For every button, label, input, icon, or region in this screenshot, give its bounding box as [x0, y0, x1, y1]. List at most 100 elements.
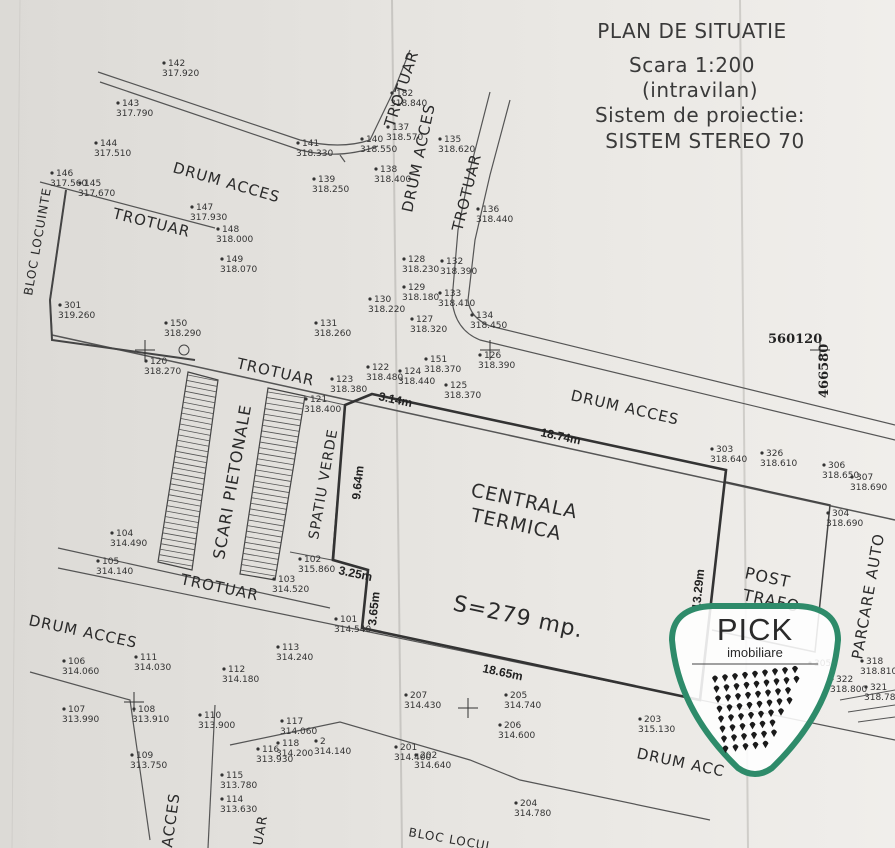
survey-point-id: 306: [828, 461, 845, 471]
stair-step: [187, 380, 218, 387]
survey-point-id: 120: [150, 357, 167, 367]
building-window: [766, 699, 773, 707]
survey-point-elevation: 314.060: [62, 667, 99, 677]
survey-point-dot: [710, 447, 714, 451]
survey-point-dot: [62, 659, 66, 663]
survey-point-elevation: 314.520: [272, 585, 309, 595]
stair-step: [263, 419, 301, 427]
label-drum-acces-mid: DRUM ACCES: [569, 386, 681, 428]
building-window: [738, 713, 744, 721]
survey-point-dot: [58, 303, 62, 307]
building-window: [729, 724, 736, 732]
survey-point-dot: [864, 685, 868, 689]
survey-point-dot: [438, 291, 442, 295]
stair-step: [243, 547, 279, 555]
building-window: [713, 685, 720, 693]
logo-shield: [668, 603, 842, 777]
stair-step: [244, 541, 280, 549]
survey-point-dot: [470, 313, 474, 317]
survey-point-id: 126: [484, 351, 501, 361]
survey-point-elevation: 317.920: [162, 69, 199, 79]
survey-point-id: 148: [222, 225, 239, 235]
stair-step: [254, 475, 292, 482]
survey-point-id: 206: [504, 721, 521, 731]
survey-point-dot: [402, 257, 406, 261]
stair-step: [176, 445, 209, 453]
survey-point-dot: [638, 717, 642, 721]
label-trotuar-1: TROTUAR: [110, 204, 192, 241]
survey-point-id: 322: [836, 675, 853, 685]
stair-step: [266, 402, 304, 410]
survey-point-elevation: 315.130: [638, 725, 675, 735]
survey-point-id: 115: [226, 771, 243, 781]
survey-point-dot: [116, 101, 120, 105]
survey-point-dot: [314, 321, 318, 325]
survey-point-id: 128: [408, 255, 425, 265]
building-window: [773, 678, 780, 686]
survey-point-elevation: 318.000: [216, 235, 253, 245]
survey-point-elevation: 313.910: [132, 715, 169, 725]
survey-point-dot: [398, 369, 402, 373]
survey-point-dot: [94, 141, 98, 145]
survey-point-id: 142: [168, 59, 185, 69]
survey-point-elevation: 313.990: [62, 715, 99, 725]
survey-point-dot: [476, 207, 480, 211]
survey-point-elevation: 318.320: [410, 325, 447, 335]
survey-point-dot: [164, 321, 168, 325]
survey-point-id: 321: [870, 683, 887, 693]
building-window: [758, 710, 764, 719]
stair-step: [179, 423, 212, 431]
building-window: [746, 701, 753, 710]
stair-step: [160, 543, 195, 551]
survey-point-dot: [860, 659, 864, 663]
stair-step: [258, 452, 295, 460]
survey-point-id: 129: [408, 283, 425, 293]
survey-point-elevation: 318.370: [444, 391, 481, 401]
building-window: [756, 700, 763, 709]
survey-point-id: 116: [262, 745, 279, 755]
survey-point-dot: [394, 745, 398, 749]
building-window: [736, 703, 743, 711]
survey-point-elevation: 314.140: [96, 567, 133, 577]
survey-point-id: 106: [68, 657, 85, 667]
survey-point-id: 303: [716, 445, 733, 455]
survey-point-id: 130: [374, 295, 391, 305]
pick-imobiliare-logo: PICK imobiliare: [668, 603, 842, 777]
survey-point-elevation: 318.650: [822, 471, 859, 481]
survey-point-id: 139: [318, 175, 335, 185]
building-window: [762, 740, 769, 749]
survey-crosses: [124, 340, 830, 718]
survey-point-elevation: 314.060: [280, 727, 317, 737]
survey-point-elevation: 318.640: [710, 455, 747, 465]
survey-point-id: 134: [476, 311, 493, 321]
building-window: [726, 704, 733, 712]
building-window: [751, 731, 757, 740]
survey-point-elevation: 318.370: [424, 365, 461, 375]
survey-point-elevation: 318.480: [366, 373, 403, 383]
survey-point-id: 114: [226, 795, 243, 805]
survey-point-elevation: 314.140: [314, 747, 351, 757]
building-window: [719, 725, 726, 733]
building-window: [778, 708, 784, 716]
stair-step: [241, 558, 277, 566]
plan-scale: Scara 1:200: [629, 53, 755, 77]
